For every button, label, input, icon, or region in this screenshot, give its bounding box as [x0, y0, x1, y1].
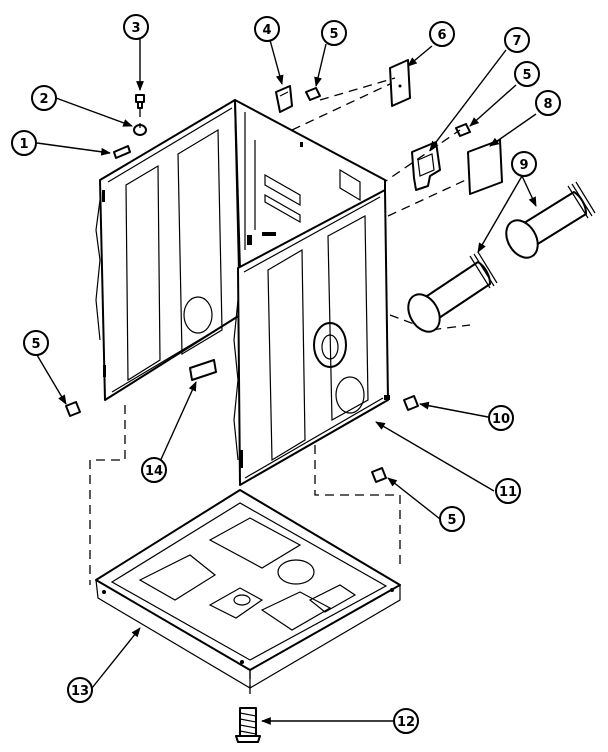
callout-14: 14: [141, 457, 167, 483]
cabinet-left-side-panel: [95, 99, 241, 401]
cylinder-front: [407, 251, 498, 333]
small-label: [189, 359, 217, 381]
svg-text:2: 2: [39, 92, 48, 107]
label-plate-lower: [467, 139, 503, 195]
cylinder-rear: [505, 181, 596, 259]
svg-text:5: 5: [329, 27, 338, 42]
callout-2: 2: [31, 85, 57, 111]
svg-text:4: 4: [262, 23, 271, 38]
svg-text:5: 5: [31, 337, 40, 352]
cabinet-hinge-bracket: [411, 141, 441, 191]
leader-lines: [36, 38, 537, 725]
svg-text:12: 12: [397, 715, 415, 730]
svg-text:1: 1: [19, 137, 28, 152]
screw-left: [65, 401, 81, 417]
callout-1: 1: [11, 130, 37, 156]
screw-lower: [371, 467, 387, 483]
callout-9: 9: [511, 151, 537, 177]
callout-6: 6: [429, 21, 455, 47]
callout-5-right: 5: [514, 61, 540, 87]
cabinet-clip: [113, 145, 131, 159]
label-plate-upper: [389, 59, 411, 107]
svg-text:5: 5: [447, 513, 456, 528]
callout-7: 7: [504, 27, 530, 53]
washer: [133, 124, 147, 136]
svg-text:13: 13: [71, 684, 89, 699]
screw-upper: [305, 87, 321, 101]
callout-8: 8: [535, 90, 561, 116]
screw-mid: [455, 123, 471, 137]
callout-5-top: 5: [321, 20, 347, 46]
cabinet-right-side-panel: [233, 189, 390, 486]
callout-12: 12: [393, 708, 419, 734]
svg-text:8: 8: [543, 97, 552, 112]
svg-text:14: 14: [145, 464, 163, 479]
callout-11: 11: [495, 478, 521, 504]
svg-text:5: 5: [522, 68, 531, 83]
callout-5-bottom: 5: [439, 506, 465, 532]
callout-10: 10: [488, 405, 514, 431]
svg-text:6: 6: [437, 28, 446, 43]
leveling-leg: [235, 707, 261, 743]
screw-right: [403, 395, 419, 411]
top-screw: [135, 94, 145, 109]
callout-13: 13: [67, 677, 93, 703]
svg-text:11: 11: [499, 485, 517, 500]
callout-3: 3: [123, 14, 149, 40]
bracket: [275, 85, 293, 113]
svg-text:7: 7: [512, 34, 521, 49]
svg-text:3: 3: [131, 21, 140, 36]
callout-5-left: 5: [23, 330, 49, 356]
svg-text:10: 10: [492, 412, 510, 427]
callout-4: 4: [254, 16, 280, 42]
svg-text:9: 9: [519, 158, 528, 173]
cabinet-base-plate: [95, 489, 401, 689]
